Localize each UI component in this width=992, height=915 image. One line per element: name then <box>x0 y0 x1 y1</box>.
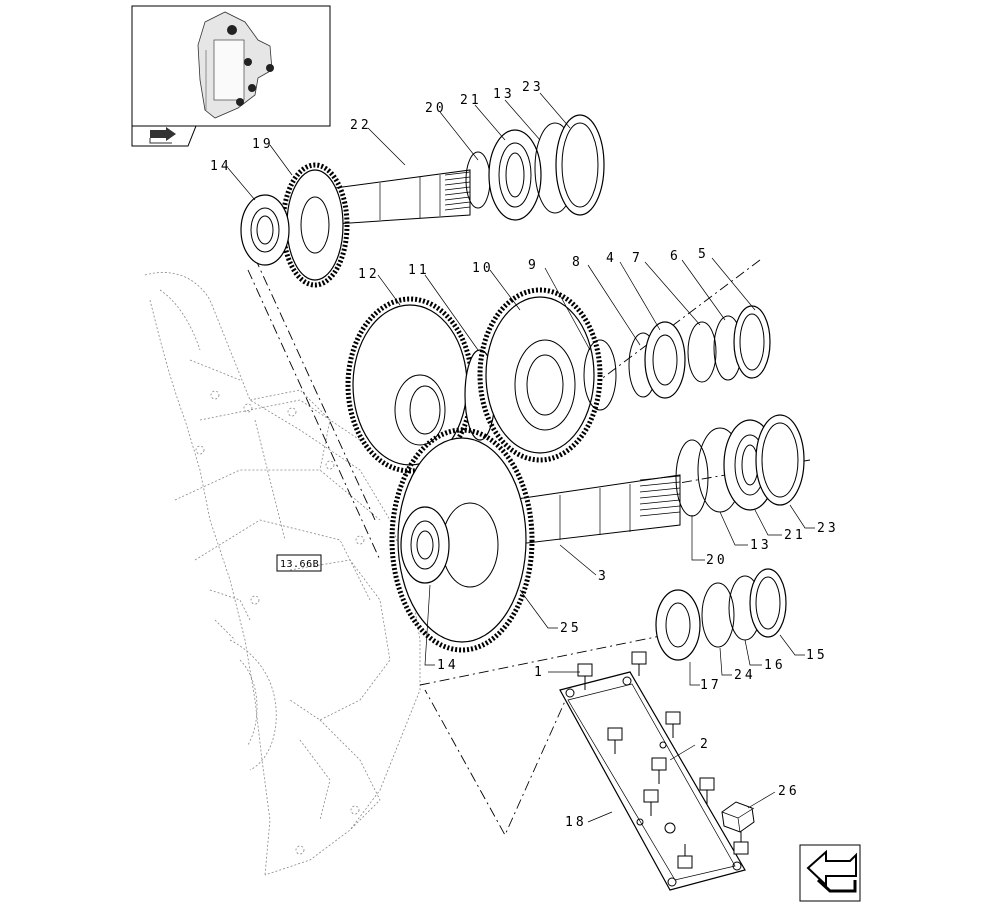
ring-20-lower <box>675 439 709 517</box>
label-19: 19 <box>252 137 274 152</box>
upper-shaft-assembly <box>240 114 605 288</box>
ring-24 <box>701 582 735 648</box>
label-23-upper: 23 <box>522 80 544 95</box>
gear-10 <box>485 296 595 454</box>
label-17: 17 <box>700 678 722 693</box>
reference-box[interactable]: 13.66B <box>276 554 322 572</box>
bearing-17 <box>655 589 701 661</box>
middle-gear-assembly <box>345 287 771 474</box>
ring-7 <box>687 321 717 383</box>
label-10: 10 <box>472 261 494 276</box>
cover-plate-18 <box>559 671 746 891</box>
label-13-upper: 13 <box>493 87 515 102</box>
label-3: 3 <box>598 569 609 584</box>
label-18: 18 <box>565 815 587 830</box>
reference-box-label: 13.66B <box>280 559 319 570</box>
gear-25 <box>397 437 527 643</box>
label-2: 2 <box>700 737 711 752</box>
label-24: 24 <box>734 668 756 683</box>
label-9: 9 <box>528 258 539 273</box>
back-arrow-icon <box>806 849 857 893</box>
leader-lines <box>227 92 815 823</box>
label-22: 22 <box>350 118 372 133</box>
nut-26 <box>721 801 755 833</box>
label-14-lower: 14 <box>437 658 459 673</box>
label-21-upper: 21 <box>460 93 482 108</box>
label-4: 4 <box>606 251 617 266</box>
label-23-lower: 23 <box>817 521 839 536</box>
thumbnail-frame <box>131 5 331 127</box>
reference-box-frame <box>276 554 322 572</box>
gear-19 <box>286 169 344 281</box>
forward-arrow-icon <box>149 127 176 144</box>
label-8: 8 <box>572 255 583 270</box>
bolts <box>577 651 749 869</box>
cover-plate-assembly <box>559 651 755 891</box>
back-navigation-button[interactable] <box>799 844 861 902</box>
label-7: 7 <box>632 251 643 266</box>
transmission-housing <box>144 272 421 876</box>
label-13-lower: 13 <box>750 538 772 553</box>
assembly-thumbnail-icon <box>197 11 274 119</box>
lower-shaft-assembly <box>389 414 805 653</box>
label-15: 15 <box>806 648 828 663</box>
label-16: 16 <box>764 658 786 673</box>
label-6: 6 <box>670 249 681 264</box>
label-1: 1 <box>534 665 545 680</box>
gear-25-teeth <box>389 427 535 653</box>
back-button-frame <box>799 844 861 902</box>
assembly-thumbnail[interactable] <box>131 5 331 147</box>
label-26: 26 <box>778 784 800 799</box>
lower-ring-set <box>655 568 787 661</box>
shaft-3 <box>509 474 681 546</box>
cup-23-lower <box>755 414 805 506</box>
gear-19-teeth <box>280 162 350 288</box>
bearing-14-upper <box>240 194 290 266</box>
label-20-upper: 20 <box>425 101 447 116</box>
bearing-21-upper <box>488 129 542 221</box>
label-11: 11 <box>408 263 430 278</box>
label-25: 25 <box>560 621 582 636</box>
label-21-lower: 21 <box>784 528 806 543</box>
part-labels: 22 20 21 13 23 19 14 12 11 10 9 8 4 7 6 … <box>210 80 839 830</box>
bearing-14-lower <box>400 506 450 584</box>
label-14-upper: 14 <box>210 159 232 174</box>
ring-9 <box>583 339 617 411</box>
label-12: 12 <box>358 267 380 282</box>
gear-10-teeth <box>477 287 603 463</box>
ring-15 <box>749 568 787 638</box>
bearing-4 <box>644 321 686 399</box>
cup-23-upper <box>555 114 605 216</box>
label-20-lower: 20 <box>706 553 728 568</box>
thumbnail-tab <box>131 125 197 147</box>
ring-5 <box>733 305 771 379</box>
label-5: 5 <box>698 247 709 262</box>
